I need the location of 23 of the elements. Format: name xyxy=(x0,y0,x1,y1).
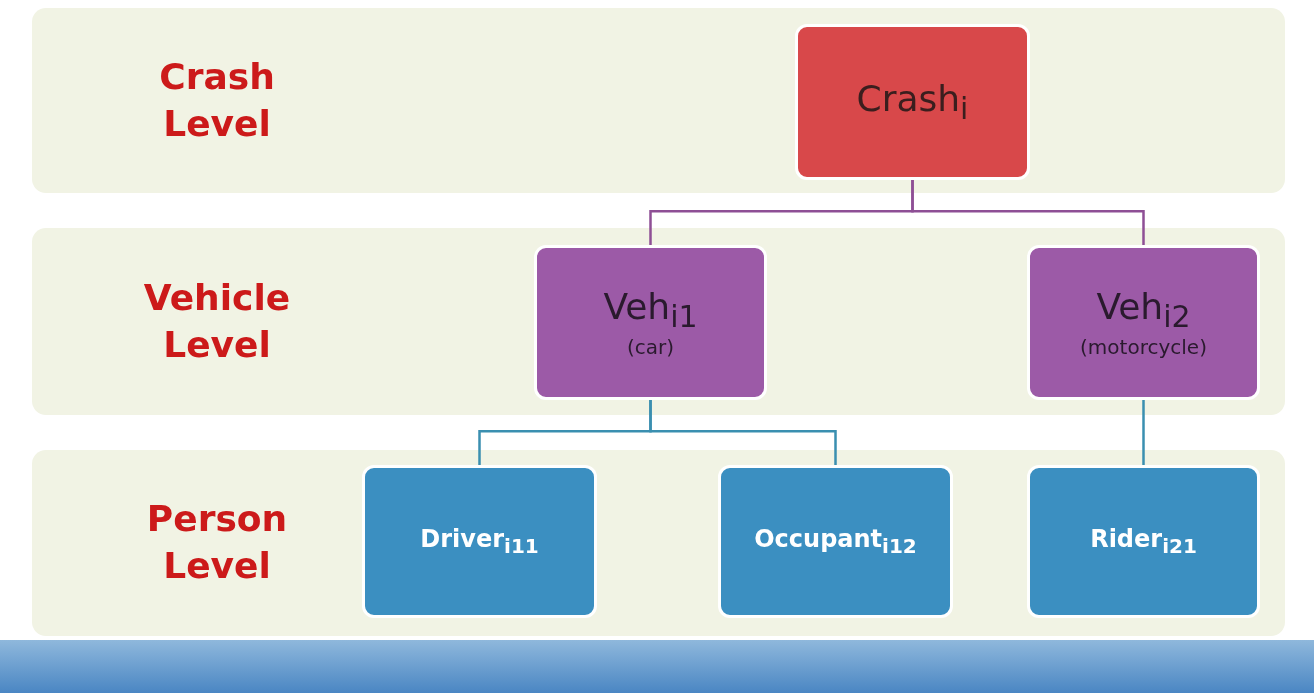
connector-line xyxy=(911,180,1145,245)
crash-box xyxy=(795,24,1030,180)
box-title: Driver$_{i11}$ xyxy=(420,525,539,558)
person-box xyxy=(718,465,953,618)
box-note: (car) xyxy=(626,334,675,359)
box-note: (motorcycle) xyxy=(1080,334,1207,359)
box-title: Crash$_{i}$ xyxy=(856,77,969,127)
vehicle-box xyxy=(534,245,767,400)
level-label: Person Level xyxy=(145,497,289,588)
box-title: Rider$_{i21}$ xyxy=(1090,525,1197,558)
person-box xyxy=(362,465,597,618)
connector-line xyxy=(649,400,837,465)
level-band xyxy=(32,8,1285,193)
level-band xyxy=(32,228,1285,415)
box-title: Veh$_{i2}$ xyxy=(1096,286,1191,335)
level-band xyxy=(32,450,1285,636)
level-label: Crash Level xyxy=(158,54,276,146)
person-box xyxy=(1027,465,1260,618)
vehicle-box xyxy=(1027,245,1260,400)
box-title: Occupant$_{i12}$ xyxy=(754,525,917,558)
connector-line xyxy=(1142,400,1145,465)
level-label: Vehicle Level xyxy=(142,275,292,367)
box-title: Veh$_{i1}$ xyxy=(603,286,698,335)
